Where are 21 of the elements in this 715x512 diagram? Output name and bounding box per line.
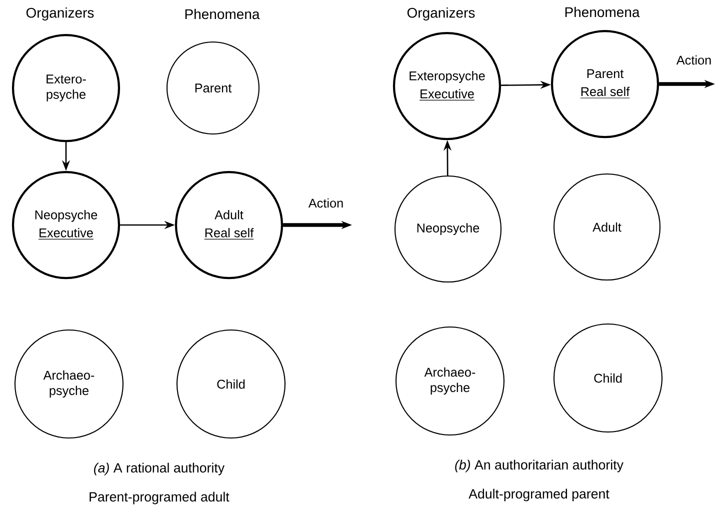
caption-text: Parent-programed adult xyxy=(90,492,230,504)
circle-node: Neopsyche xyxy=(394,175,502,283)
circle-node: Archaeo- psyche xyxy=(14,329,124,439)
caption-text: (b) An authoritarian authority xyxy=(455,460,624,472)
circle-node: Child xyxy=(553,323,663,433)
circle-node: Adult Real self xyxy=(174,170,284,280)
circle-node: Archaeo- psyche xyxy=(395,326,505,436)
circle-node: Adult xyxy=(553,173,661,281)
column-heading: Organizers xyxy=(26,7,94,21)
circle-node: Parent xyxy=(166,41,260,135)
circle-node: Neopsyche Executive xyxy=(12,170,120,280)
circle-node: Child xyxy=(176,329,286,439)
caption-text: (a) A rational authority xyxy=(94,462,225,476)
edge-label: Action xyxy=(308,198,343,208)
circle-node: Parent Real self xyxy=(550,30,660,138)
caption-text: Adult-programed parent xyxy=(468,488,610,502)
column-heading: Phenomena xyxy=(185,8,260,20)
column-heading: Phenomena xyxy=(565,6,640,18)
edge-label: Action xyxy=(676,55,711,65)
circle-node: Extero- psyche xyxy=(12,34,120,142)
circle-node: Exteropsyche Executive xyxy=(392,32,502,140)
